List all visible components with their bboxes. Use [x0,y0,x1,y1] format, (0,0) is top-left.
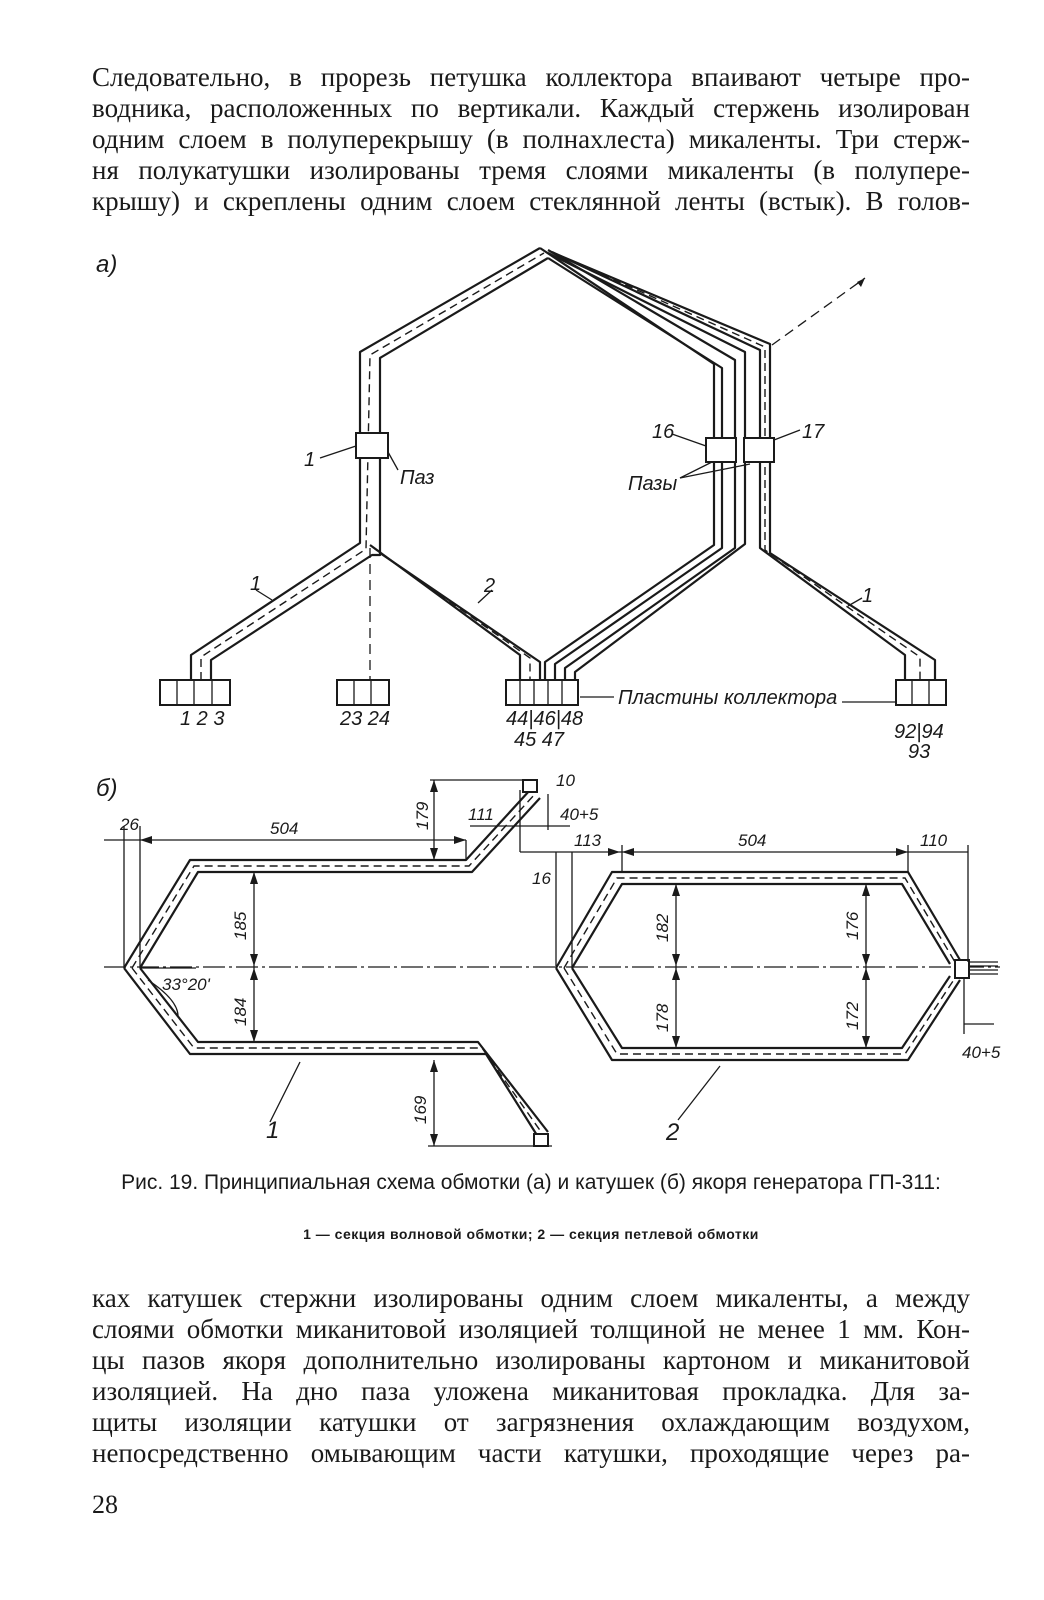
dim-172: 172 [843,1001,862,1030]
dim-184: 184 [231,998,250,1026]
dim-113: 113 [574,831,602,850]
figure-b-label: б) [96,775,118,802]
label-2: 2 [483,575,495,597]
dim-26: 26 [119,815,139,834]
label-17: 17 [802,421,825,443]
plates-3-numbers-top: 44|46|48 [506,708,583,730]
dim-10: 10 [556,771,575,790]
plates-3-numbers-bottom: 45 47 [514,729,565,751]
text-line: слоями обмотки миканитовой изоляцией тол… [92,1314,970,1344]
dim-40-right: 40+5 [962,1043,1001,1062]
text-line: цы пазов якоря дополнительно изолированы… [92,1345,970,1375]
text-line: изоляцией. На дно паза уложена миканитов… [92,1376,970,1406]
collector-plates-group-1 [159,679,231,706]
label-1-slot: 1 [304,449,315,471]
dim-179: 179 [413,801,432,830]
plates-1-numbers: 1 2 3 [180,708,224,730]
dim-185: 185 [231,911,250,940]
dim-504-right: 504 [738,831,766,850]
dim-40-top: 40+5 [560,805,599,824]
dim-169: 169 [411,1095,430,1124]
text-line: водника, расположенных по вертикали. Каж… [92,93,970,123]
text-line: ках катушек стержни изолированы одним сл… [92,1283,970,1313]
right-coils [539,247,937,680]
dimensions [104,779,994,1147]
coil-1-wave [123,779,549,1147]
body-text-bottom: ках катушек стержни изолированы одним сл… [92,1283,970,1469]
body-text-top: Следовательно, в прорезь петушка коллект… [92,62,970,217]
slot-box-16 [705,437,737,463]
figure-legend: 1 — секция волновой обмотки; 2 — секция … [303,1226,759,1242]
figure-caption: Рис. 19. Принципиальная схема обмотки (а… [121,1171,941,1194]
dim-111: 111 [468,805,494,824]
left-coil [189,247,549,680]
slot-box-1 [355,432,389,459]
dim-110: 110 [920,831,948,850]
dim-504-left: 504 [270,819,298,838]
slot-box-17 [743,437,775,463]
label-plates: Пластины коллектора [618,687,837,709]
collector-plates-group-3 [505,679,579,706]
label-coil-1: 1 [266,1117,279,1144]
collector-plates-group-4 [895,679,947,706]
text-line: ня полукатушки изолированы тремя слоями … [92,155,970,185]
label-coil-2: 2 [665,1119,679,1146]
winding-diagram-figure: .w { fill: none; stroke: #1a1a1a; stroke… [96,247,1001,1147]
text-line: щиты изоляции катушки от загрязнения охл… [92,1407,970,1437]
text-line: одним слоем в полуперекрышу (в полнахлес… [92,124,970,154]
dim-16: 16 [532,869,551,888]
dim-angle: 33°20' [162,975,211,994]
label-1-right: 1 [862,585,873,607]
plates-2-numbers: 23 24 [339,708,390,730]
plates-4-numbers-bottom: 93 [908,741,930,763]
text-line: крышу) и скреплены одним слоем стеклянно… [92,186,970,216]
label-16: 16 [652,421,675,443]
collector-plates-group-2 [336,679,390,706]
dim-176: 176 [843,911,862,940]
dim-182: 182 [653,913,672,942]
coil-2-lap [555,870,998,1062]
text-line: Следовательно, в прорезь петушка коллект… [92,62,970,92]
label-1-left: 1 [250,573,261,595]
page-number: 28 [92,1490,118,1519]
text-line: непосредственно омывающим части катушки,… [92,1438,970,1468]
plates-4-numbers-top: 92|94 [894,721,944,743]
dim-178: 178 [653,1003,672,1032]
figure-a-label: а) [96,251,117,278]
label-slot: Паз [400,467,434,489]
label-slots: Пазы [628,473,677,495]
